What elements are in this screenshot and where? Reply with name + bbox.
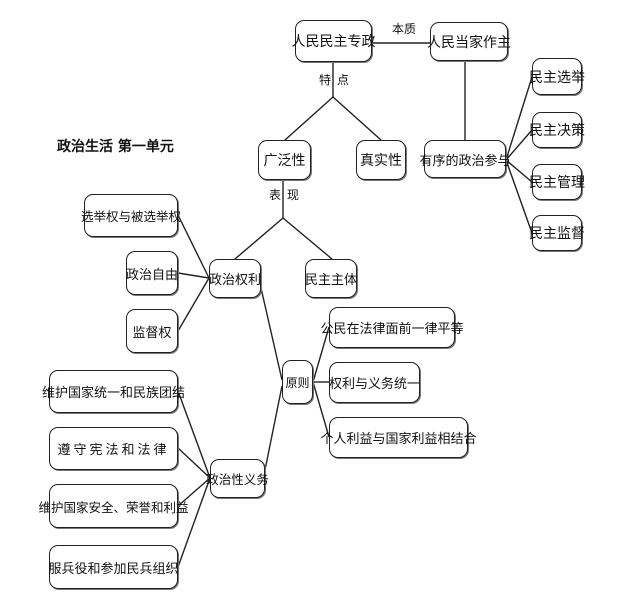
- node-democratic-decision: 民主决策: [529, 112, 585, 148]
- node-democratic-supervision: 民主监督: [529, 215, 585, 251]
- rights-branch: [177, 272, 210, 279]
- manifest-label-2: 现: [287, 188, 300, 202]
- node-individual-state-interest: 个人利益与国家利益相结合: [321, 417, 477, 458]
- node-political-freedom: 政治自由: [126, 251, 178, 295]
- node-right-to-vote: 选举权与被选举权: [81, 194, 181, 237]
- node-military-service: 服兵役和参加民兵组织: [49, 545, 179, 589]
- participation-branch: [505, 159, 533, 234]
- participation-branch: [505, 159, 533, 183]
- node-supervision-right: 监督权: [126, 309, 178, 353]
- duties-branch: [177, 477, 211, 507]
- node-people-democratic-dictatorship: 人民民主专政: [292, 20, 376, 62]
- node-national-security: 维护国家安全、荣誉和利益: [39, 484, 189, 528]
- node-democratic-subject: 民主主体: [305, 259, 357, 298]
- manifest-branch-rights: [234, 217, 284, 260]
- node-rights-duties-unity: 权利与义务统一: [329, 362, 420, 403]
- node-principle: 原则: [282, 360, 313, 404]
- node-obey-constitution: 遵守宪法和法律: [49, 427, 178, 470]
- page-title: 政治生活 第一单元: [57, 139, 174, 155]
- node-democratic-management: 民主管理: [529, 164, 585, 200]
- essence-label: 本质: [392, 22, 417, 36]
- node-broad: 广泛性: [258, 140, 311, 180]
- node-national-unity: 维护国家统一和民族团结: [42, 370, 185, 413]
- duties-branch: [177, 477, 211, 568]
- rights-to-principle: [260, 287, 283, 381]
- node-political-duties: 政治性义务: [206, 459, 269, 498]
- node-orderly-participation: 有序的政治参与: [420, 140, 511, 178]
- principle-branch: [312, 326, 330, 383]
- feature-branch-broad: [284, 96, 334, 141]
- node-equality-before-law: 公民在法律面前一律平等: [321, 307, 464, 348]
- duties-branch: [177, 390, 211, 479]
- node-political-rights: 政治权利: [209, 259, 261, 298]
- feature-label-1: 特: [319, 73, 332, 87]
- feature-label-2: 点: [337, 73, 350, 87]
- node-people-masters: 人民当家作主: [427, 22, 511, 61]
- participation-branch: [505, 129, 533, 161]
- duties-branch: [177, 447, 211, 479]
- rights-branch: [177, 214, 210, 279]
- node-real: 真实性: [356, 140, 406, 180]
- rights-branch: [177, 277, 210, 332]
- feature-branch-real: [332, 96, 382, 141]
- manifest-label-1: 表: [269, 188, 282, 202]
- participation-branch: [505, 76, 533, 161]
- principle-branch: [312, 381, 330, 438]
- duties-to-principle: [264, 385, 283, 471]
- manifest-branch-subject: [282, 217, 333, 260]
- node-democratic-election: 民主选举: [529, 58, 585, 95]
